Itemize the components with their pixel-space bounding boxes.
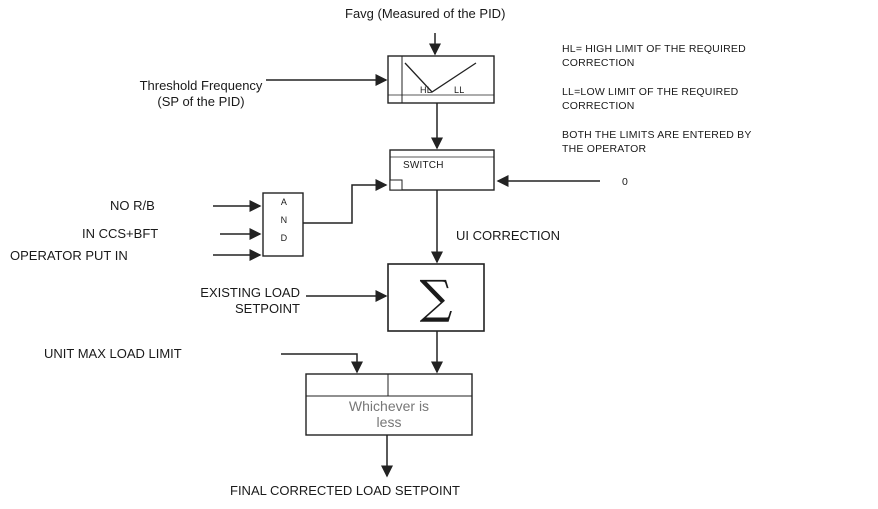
note-ll-line2: CORRECTION xyxy=(562,100,635,112)
ui-correction-label: UI CORRECTION xyxy=(456,228,560,243)
threshold-label-line1: Threshold Frequency xyxy=(139,78,263,93)
note-hl-line1: HL= HIGH LIMIT OF THE REQUIRED xyxy=(562,43,746,55)
switch-label: SWITCH xyxy=(403,160,444,171)
pid-block xyxy=(387,55,495,104)
note-both-line1: BOTH THE LIMITS ARE ENTERED BY xyxy=(562,129,752,141)
note-both-line2: THE OPERATOR xyxy=(562,143,647,155)
pid-hl-label: HL xyxy=(420,85,432,95)
and-input-no-rb: NO R/B xyxy=(110,198,155,213)
and-input-operator: OPERATOR PUT IN xyxy=(10,248,128,263)
note-hl-line2: CORRECTION xyxy=(562,57,635,69)
and-input-ccs-bft: IN CCS+BFT xyxy=(82,226,159,241)
sum-block xyxy=(387,263,485,332)
existing-load-line1: EXISTING LOAD xyxy=(200,285,300,300)
final-setpoint-label: FINAL CORRECTED LOAD SETPOINT xyxy=(230,483,460,498)
min-block-line1: Whichever is xyxy=(348,398,430,414)
zero-input-label: 0 xyxy=(622,176,629,188)
existing-load-line2: SETPOINT xyxy=(234,301,300,316)
note-ll-line1: LL=LOW LIMIT OF THE REQUIRED xyxy=(562,86,739,98)
min-block xyxy=(305,373,473,436)
min-block-line2: less xyxy=(376,414,402,430)
unit-max-arrow xyxy=(281,353,363,374)
and-gate-box xyxy=(262,192,304,257)
favg-label: Favg (Measured of the PID) xyxy=(345,6,506,21)
and-letter-a: A xyxy=(280,197,288,207)
switch-block xyxy=(389,149,495,191)
and-letter-n: N xyxy=(280,215,288,225)
pid-ll-label: LL xyxy=(454,85,465,95)
and-to-switch-arrow xyxy=(303,179,388,224)
unit-max-label: UNIT MAX LOAD LIMIT xyxy=(44,346,182,361)
threshold-label-line2: (SP of the PID) xyxy=(157,94,245,109)
sigma-symbol: ∑ xyxy=(419,270,453,324)
and-letter-d: D xyxy=(280,233,288,243)
